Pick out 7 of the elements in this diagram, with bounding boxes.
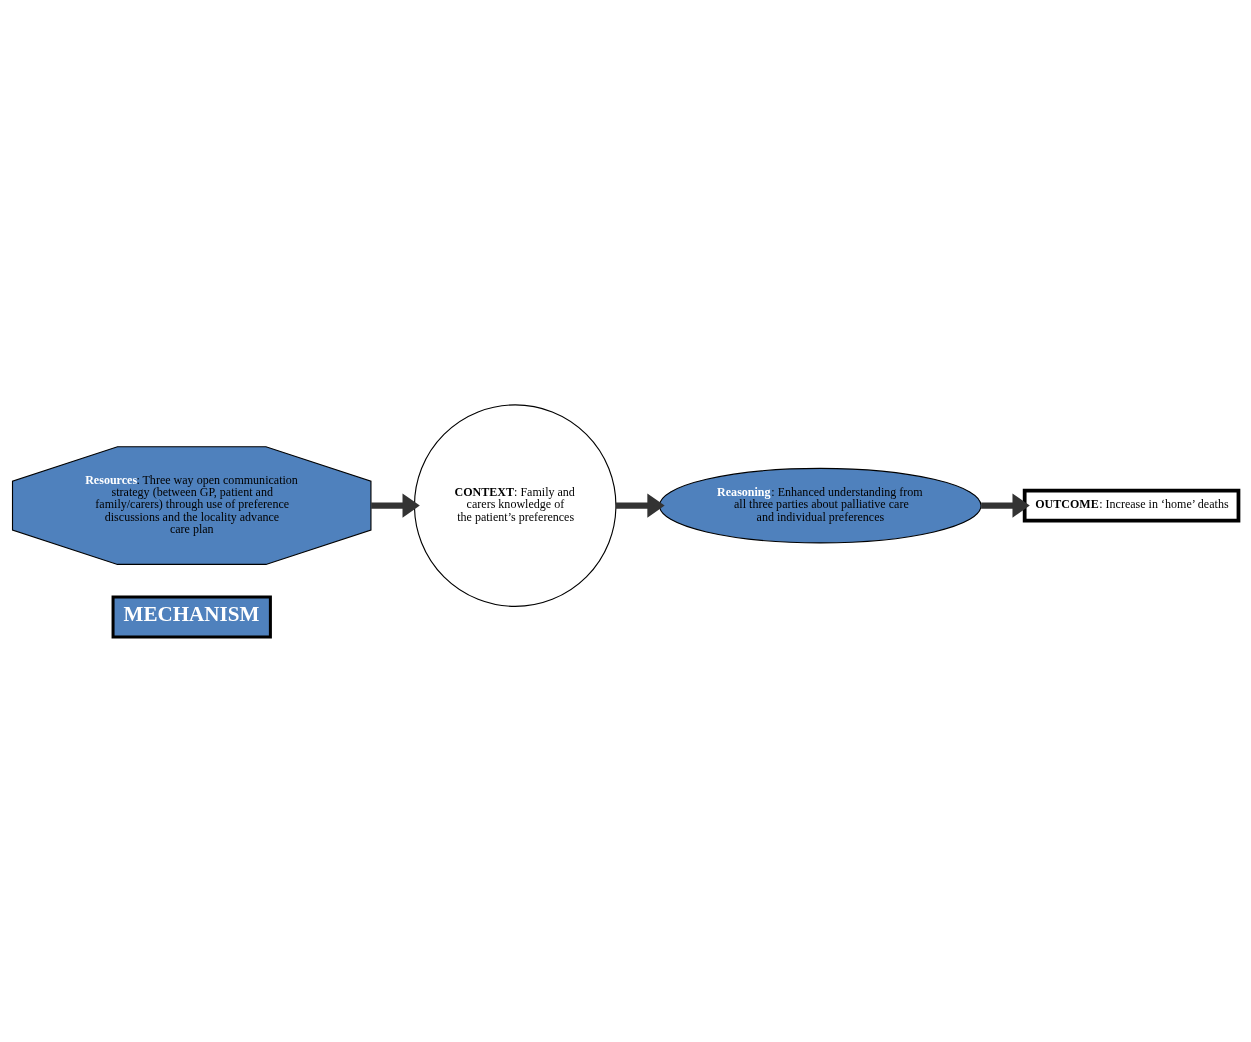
node-box: OUTCOME: Increase in ‘home’ deaths: [1022, 488, 1241, 523]
arrow: [615, 493, 665, 518]
node-box: MECHANISM: [111, 595, 272, 639]
arrow: [371, 493, 420, 518]
arrow: [981, 493, 1030, 518]
node-ellipse: Reasoning: Enhanced understanding from all three parties about palliative care and individual preferences: [658, 467, 982, 544]
node-circle: CONTEXT: Family and carers knowledge of the patient’s preferences: [413, 404, 617, 607]
